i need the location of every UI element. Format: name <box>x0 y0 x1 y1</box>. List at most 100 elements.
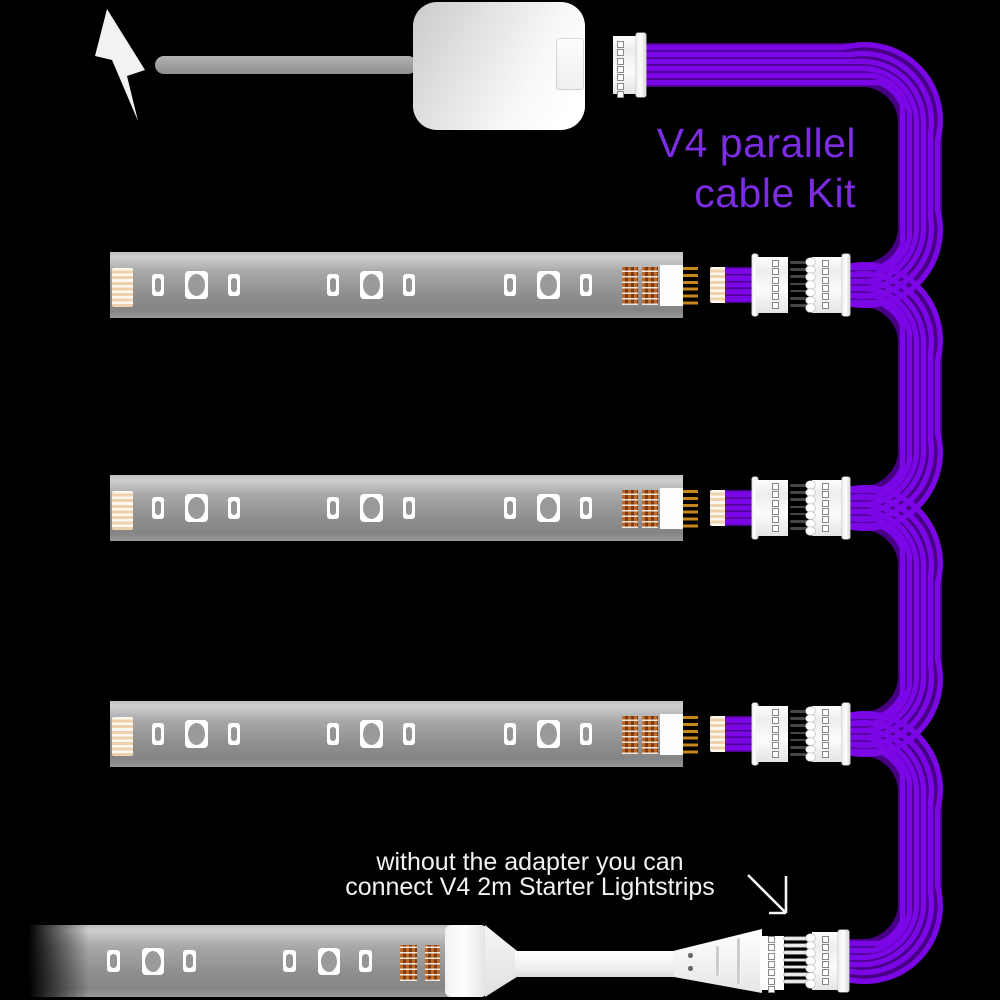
connector-pin-slot <box>772 276 779 284</box>
expander-dot <box>688 953 693 958</box>
note-line1: without the adapter you can <box>376 848 684 876</box>
connector-pin-slot <box>822 276 829 284</box>
connector-contact-bump <box>806 288 815 297</box>
strip-left-fade <box>20 925 450 997</box>
header-pin <box>790 282 814 286</box>
connector-pin-slot <box>772 499 779 507</box>
header-pin <box>790 505 814 509</box>
header-pin <box>790 520 814 523</box>
connector-pin-slot <box>772 293 779 301</box>
connector-contact-bump <box>806 511 815 520</box>
connector-pin-slot <box>772 284 779 292</box>
connector-contact-bump <box>806 964 815 973</box>
strip-led <box>537 271 560 299</box>
strip-led <box>318 948 340 975</box>
strip-resistor <box>580 723 592 745</box>
gold-pins <box>683 716 698 754</box>
strip-led <box>185 494 208 522</box>
connector-flange <box>752 703 758 765</box>
strip-pin-block <box>660 488 683 529</box>
connector-pin-slot <box>822 491 829 499</box>
header-pin <box>784 937 810 940</box>
connector-pin-slot <box>822 268 829 276</box>
copper-solder-pad <box>622 716 638 754</box>
connector-pin-slot <box>772 725 779 733</box>
connector-pin-slot <box>768 952 775 960</box>
connector-contact-bump <box>806 934 815 942</box>
copper-solder-pad <box>425 945 440 981</box>
strip-clamp-flange <box>445 925 487 997</box>
connector-pin-slot <box>822 301 829 309</box>
connector-contact-bump <box>806 737 815 746</box>
strip-resistor <box>504 723 516 745</box>
connector-contact-bump <box>806 941 815 950</box>
header-pin <box>790 710 814 713</box>
connector-contact-bump <box>806 980 815 988</box>
strip-resistor <box>504 274 516 296</box>
cable-path <box>850 501 927 741</box>
connector-pin-slot <box>617 74 624 82</box>
strip-cable-cap <box>710 716 727 752</box>
connector-contact-bump <box>806 519 815 527</box>
cable-path <box>850 493 935 749</box>
strip-led <box>360 494 383 522</box>
cable-path <box>642 50 935 300</box>
header-pin <box>790 717 814 720</box>
strip-end-cap <box>112 268 133 307</box>
header-pin <box>790 746 814 749</box>
cable-path <box>843 711 943 984</box>
connector-pin-slot <box>772 524 779 532</box>
connector-pin-slot <box>772 516 779 524</box>
strip-resistor <box>228 723 240 745</box>
connector-pin-slot <box>822 717 829 725</box>
header-pin <box>784 980 810 983</box>
strip-resistor <box>359 950 372 972</box>
adapter-port-recess <box>556 38 584 90</box>
strip-cable-cap <box>710 267 727 303</box>
connector-pin-slot <box>768 969 775 977</box>
strip-resistor <box>107 950 120 972</box>
connector-contact-bump <box>806 722 815 730</box>
strip-resistor <box>403 723 415 745</box>
kit-label: V4 parallel cable Kit <box>657 118 856 218</box>
header-pin <box>784 951 810 954</box>
strip-led <box>537 720 560 748</box>
strip-resistor <box>228 497 240 519</box>
kit-label-line2: cable Kit <box>694 170 856 216</box>
connector-pin-slot <box>772 491 779 499</box>
connector-pin-slot <box>768 960 775 968</box>
connector-pin-slot <box>822 733 829 741</box>
connector-pin-slot <box>822 952 829 960</box>
connector-pin-slot <box>822 483 829 490</box>
expander-slit <box>716 946 719 976</box>
strip-pin-block <box>660 714 683 755</box>
connector-pin-slot <box>822 725 829 733</box>
strip-led <box>185 271 208 299</box>
connector-contact-bump <box>806 972 815 980</box>
strip-led <box>537 494 560 522</box>
cable-path <box>846 741 913 954</box>
strip-resistor <box>327 723 339 745</box>
connector-pin-slot <box>768 944 775 952</box>
connector-pin-slot <box>822 977 829 985</box>
connector-contact-bump <box>806 304 815 312</box>
connector-pin-slot <box>772 750 779 758</box>
connector-pin-slot <box>772 483 779 490</box>
connector-pin-slot <box>822 284 829 292</box>
connector-pin-slot <box>617 41 624 48</box>
header-pin <box>790 512 814 516</box>
connector-pin-slot <box>768 977 775 985</box>
connector-pin-slot <box>617 49 624 57</box>
connector-flange <box>636 33 646 97</box>
connector-contact-bump <box>806 714 815 723</box>
header-pin <box>790 738 814 742</box>
kit-label-line1: V4 parallel <box>656 120 856 166</box>
connector-pin-slot <box>772 717 779 725</box>
strip-resistor <box>327 497 339 519</box>
copper-solder-pad <box>642 716 658 754</box>
connector-contact-bump <box>806 265 815 274</box>
note-line2: connect V4 2m Starter Lightstrips <box>345 873 715 901</box>
connector-flange <box>752 477 758 539</box>
cable-path <box>642 58 927 292</box>
